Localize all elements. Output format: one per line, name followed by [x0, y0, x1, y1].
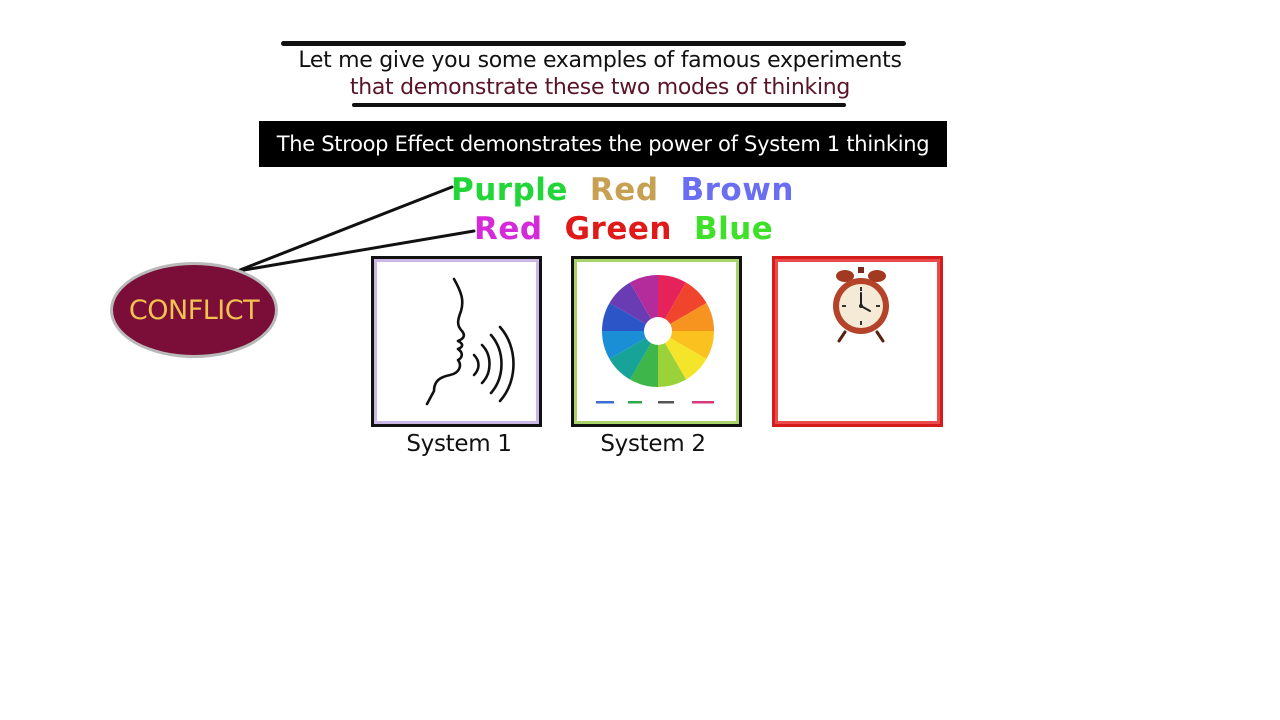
intro-line-1: Let me give you some examples of famous …	[298, 48, 902, 73]
stroop-word: Red	[589, 172, 659, 208]
system-1-label: System 1	[406, 431, 512, 457]
intro-underline	[352, 103, 846, 107]
stroop-banner: The Stroop Effect demonstrates the power…	[259, 121, 947, 167]
stroop-word: Blue	[693, 211, 774, 247]
alarm-clock-icon	[833, 267, 889, 343]
intro-line-2: that demonstrate these two modes of thin…	[349, 75, 851, 100]
system-2-card-inner-border	[574, 259, 739, 424]
top-divider	[281, 41, 906, 46]
system-2-label: System 2	[600, 431, 706, 457]
stroop-word: Red	[474, 211, 543, 247]
timer-card-inner-border	[775, 259, 940, 424]
stroop-word: Purple	[451, 172, 568, 208]
speaking-head-icon	[425, 277, 515, 406]
conflict-badge: CONFLICT	[110, 262, 278, 358]
stroop-row-1: Purple Red Brown	[451, 172, 794, 208]
system-1-card	[371, 256, 542, 427]
timer-card	[772, 256, 943, 427]
stroop-word: Brown	[680, 172, 794, 208]
system-2-card	[571, 256, 742, 427]
color-wheel-icon	[596, 275, 714, 404]
system-1-card-inner-border	[374, 259, 539, 424]
stroop-row-2: Red Green Blue	[474, 211, 773, 247]
stroop-word: Green	[564, 211, 672, 247]
